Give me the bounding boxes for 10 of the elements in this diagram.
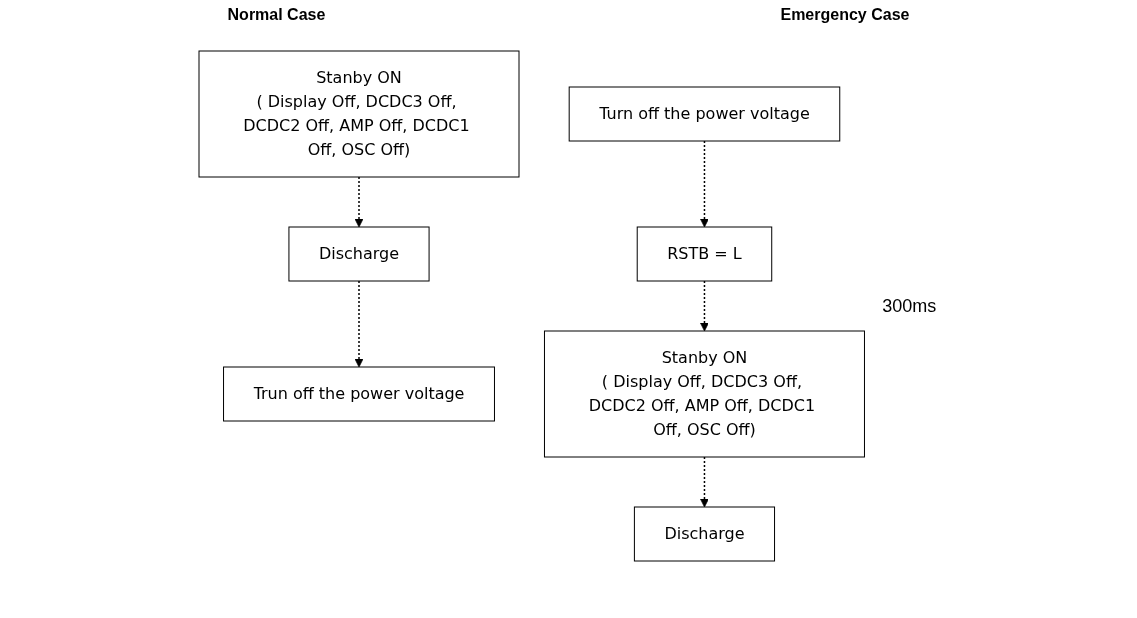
node-box: RSTB = L [636,226,772,282]
node-box: Stanby ON ( Display Off, DCDC3 Off, DCDC2 Off, AMP Off, DCDC1 Off, OSC Off) [543,330,865,458]
node-box: Turn off the power voltage [568,86,840,142]
duration-label: 300ms [882,295,937,316]
node-box: Discharge [633,506,775,562]
node-box: Trun off the power voltage [222,366,495,422]
node-box: Stanby ON ( Display Off, DCDC3 Off, DCDC2 Off, AMP Off, DCDC1 Off, OSC Off) [198,50,520,178]
node-box: Discharge [288,226,430,282]
column-heading: Emergency Case [780,6,910,24]
column-heading: Normal Case [227,6,326,24]
